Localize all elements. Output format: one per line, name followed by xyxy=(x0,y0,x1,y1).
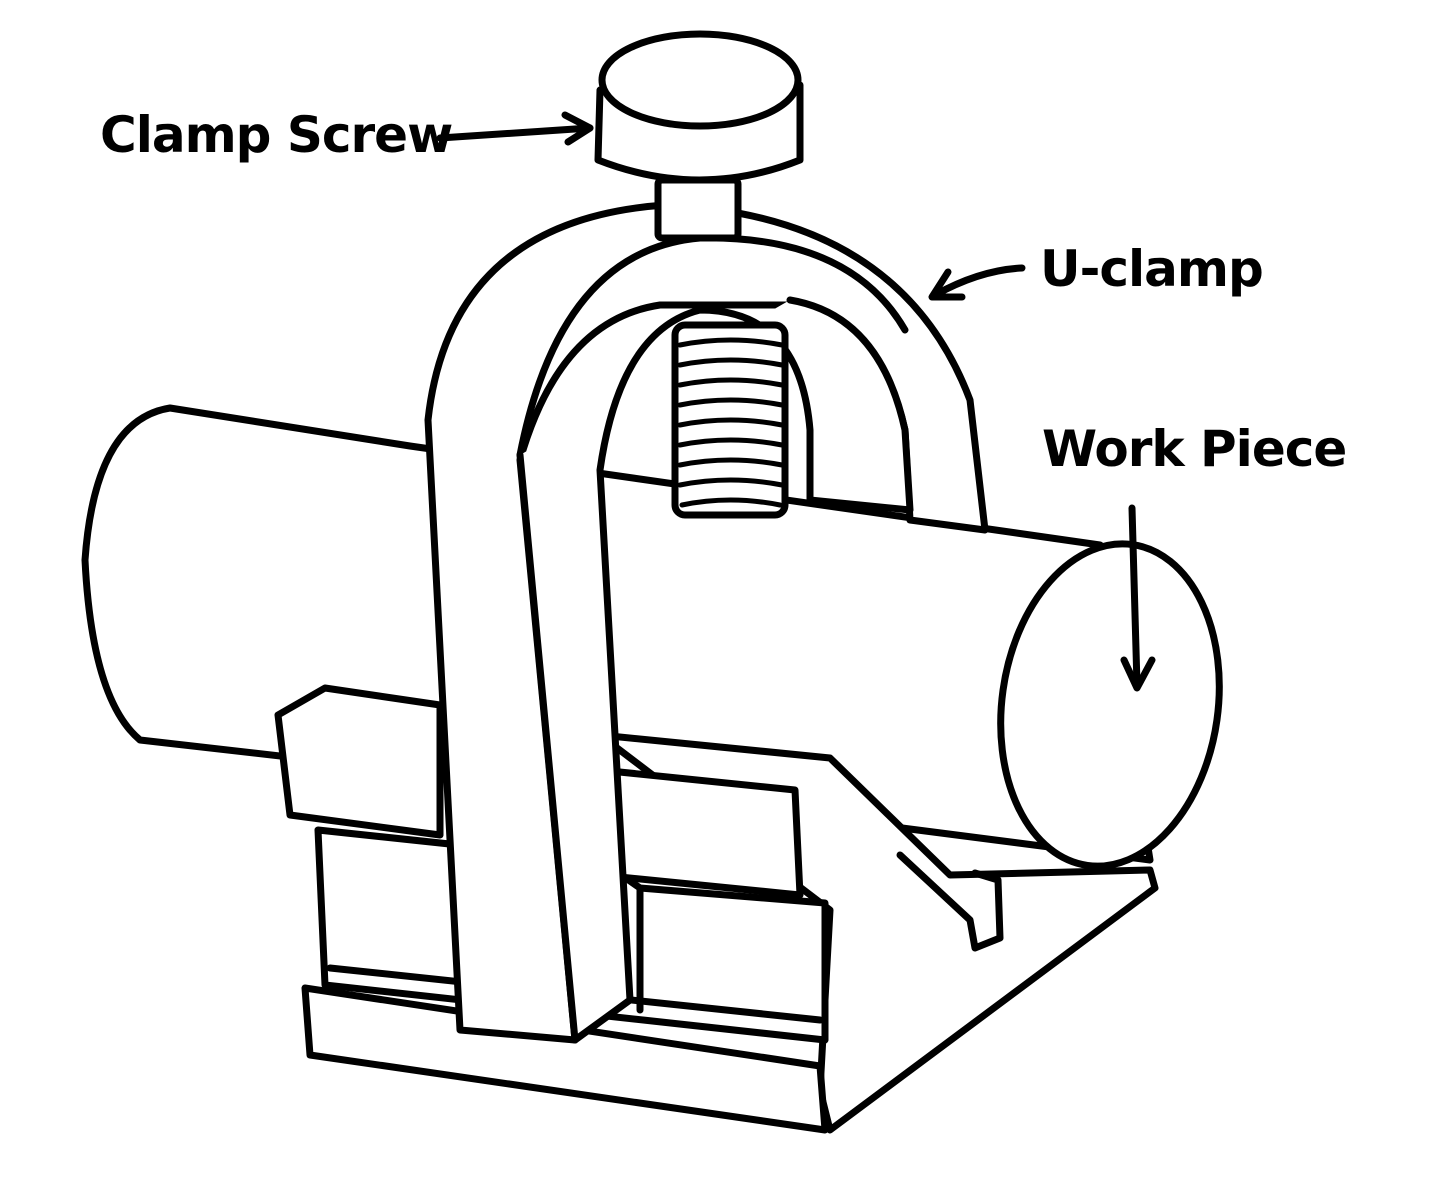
work-piece-arrow xyxy=(1120,504,1156,692)
screw-thread xyxy=(671,321,789,519)
u-clamp xyxy=(424,201,989,1044)
u-clamp-arrow xyxy=(928,264,1026,301)
u-clamp-label: U-clamp xyxy=(1040,240,1264,298)
clamp-screw-arrow xyxy=(436,111,594,146)
clamp-screw-knob xyxy=(594,30,804,242)
work-piece-label: Work Piece xyxy=(1042,420,1347,478)
clamp-screw-label: Clamp Screw xyxy=(100,106,453,164)
